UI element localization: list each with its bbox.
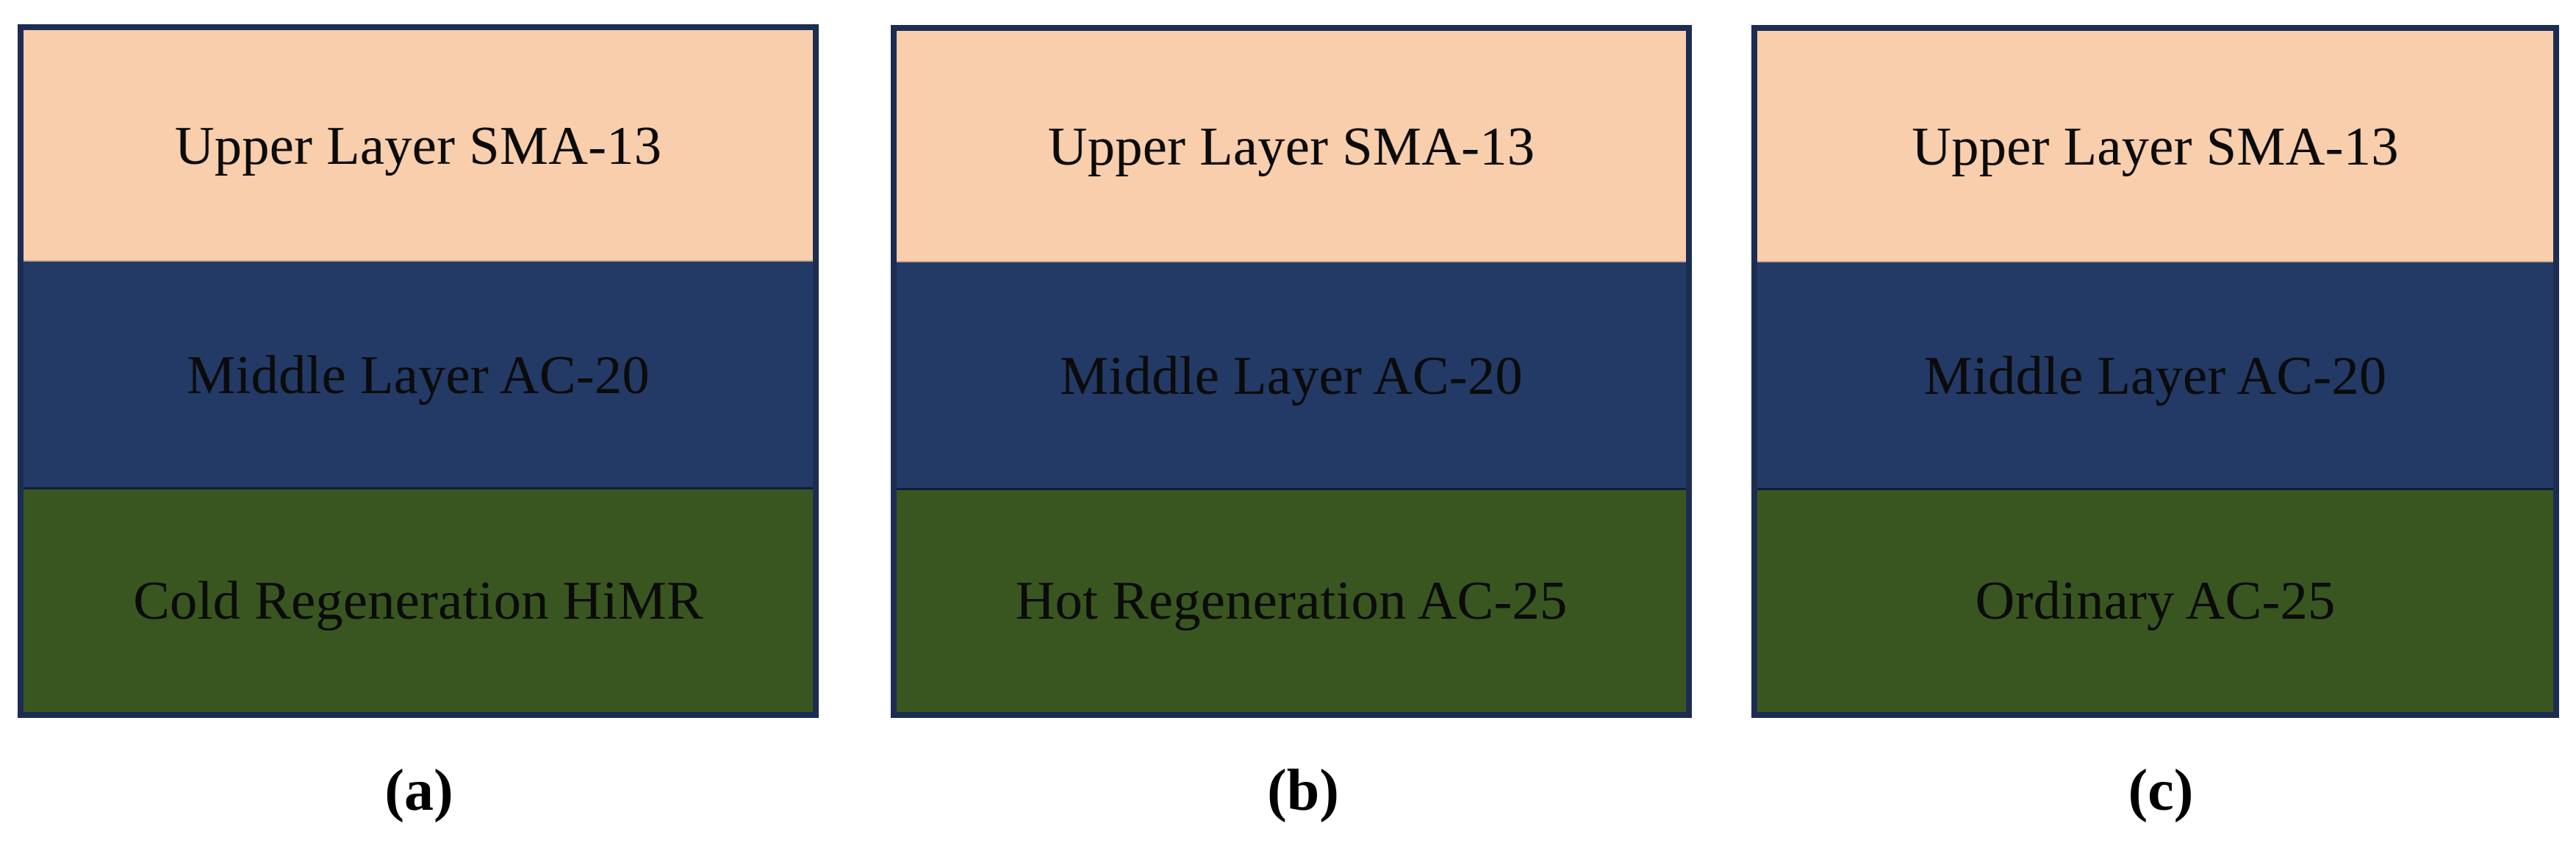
panel-c-middle-layer-label: Middle Layer AC-20 xyxy=(1923,346,2387,406)
panel-a-upper-layer: Upper Layer SMA-13 xyxy=(24,30,813,262)
panel-c-lower-layer-label: Ordinary AC-25 xyxy=(1975,571,2336,631)
pavement-structure-panel-b: Upper Layer SMA-13 Middle Layer AC-20 Ho… xyxy=(891,25,1692,718)
panel-a-middle-layer: Middle Layer AC-20 xyxy=(24,262,813,489)
panel-c-middle-layer: Middle Layer AC-20 xyxy=(1757,262,2553,490)
panel-b-lower-layer-label: Hot Regeneration AC-25 xyxy=(1015,571,1568,631)
panel-a-upper-layer-label: Upper Layer SMA-13 xyxy=(174,115,662,176)
panel-c-upper-layer: Upper Layer SMA-13 xyxy=(1757,31,2553,262)
pavement-structure-panel-c: Upper Layer SMA-13 Middle Layer AC-20 Or… xyxy=(1751,25,2559,718)
panel-a-lower-layer: Cold Regeneration HiMR xyxy=(24,489,813,712)
panel-b-upper-layer: Upper Layer SMA-13 xyxy=(897,31,1686,262)
panel-b-lower-layer: Hot Regeneration AC-25 xyxy=(897,490,1686,712)
panel-b-middle-layer-label: Middle Layer AC-20 xyxy=(1060,346,1523,406)
panel-b-caption: (b) xyxy=(1267,758,1339,823)
pavement-structure-panel-a: Upper Layer SMA-13 Middle Layer AC-20 Co… xyxy=(18,24,819,718)
panel-b-middle-layer: Middle Layer AC-20 xyxy=(897,262,1686,490)
panel-a-lower-layer-label: Cold Regeneration HiMR xyxy=(133,570,703,631)
panel-c-caption: (c) xyxy=(2128,758,2194,823)
panel-c-lower-layer: Ordinary AC-25 xyxy=(1757,490,2553,712)
panel-a-caption: (a) xyxy=(384,758,453,823)
panel-a-middle-layer-label: Middle Layer AC-20 xyxy=(187,345,650,406)
panel-c-upper-layer-label: Upper Layer SMA-13 xyxy=(1912,116,2399,177)
panel-b-upper-layer-label: Upper Layer SMA-13 xyxy=(1047,116,1535,177)
